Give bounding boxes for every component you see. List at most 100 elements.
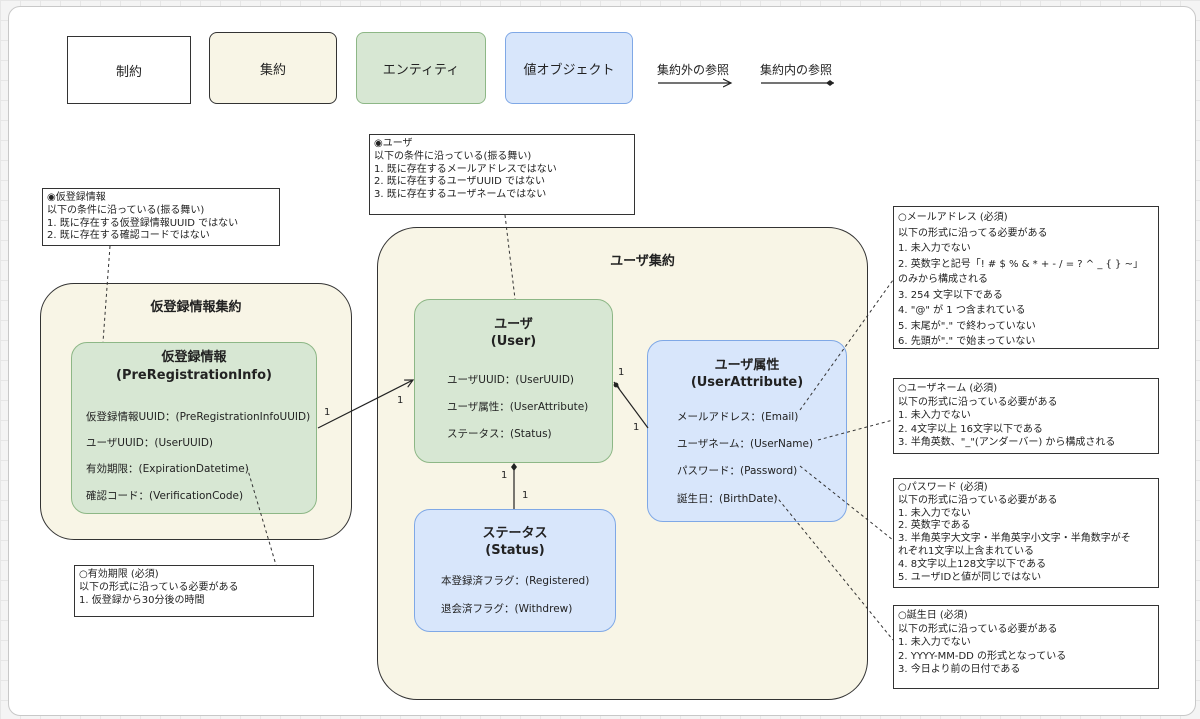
field-status: ステータス：(Status)	[447, 428, 552, 440]
legend-external-ref-label: 集約外の参照	[657, 63, 730, 77]
field-withdrew: 退会済フラグ：(Withdrew)	[441, 603, 573, 615]
note-line: 1. 既に存在するメールアドレスではない	[374, 163, 557, 175]
password-note-link	[799, 465, 894, 541]
status-title: ステータス	[482, 526, 548, 541]
user-constraint-note[interactable]: ◉ユーザ 以下の条件に沿っている(振る舞い) 1. 既に存在するメールアドレスで…	[369, 134, 635, 215]
pre-registration-note-link	[102, 245, 111, 343]
note-line: ◉ユーザ	[374, 138, 413, 149]
note-line: ○ユーザネーム (必須)	[898, 383, 998, 394]
note-line: 2. 英数字と記号「! # $ % & * + - / = ? ^ _ { } …	[898, 258, 1143, 270]
legend-value-object-label: 値オブジェクト	[523, 62, 615, 78]
note-line: 3. 254 文字以下である	[898, 289, 1003, 301]
legend-entity[interactable]: エンティティ	[356, 32, 486, 104]
password-constraint-note[interactable]: ○パスワード (必須) 以下の形式に沿っている必要がある 1. 未入力でない 2…	[893, 478, 1159, 588]
legend-constraint[interactable]: 制約	[67, 36, 191, 104]
note-line: 以下の条件に沿っている(振る舞い)	[47, 204, 205, 216]
field-password: パスワード：(Password)	[677, 465, 798, 477]
user-aggregate-title: ユーザ集約	[610, 254, 675, 269]
field-email: メールアドレス：(Email)	[677, 411, 799, 423]
note-line: ◉仮登録情報	[47, 192, 106, 203]
legend-entity-label: エンティティ	[382, 62, 460, 78]
note-line: のみから構成される	[898, 274, 988, 285]
expiration-note-link	[246, 466, 277, 566]
note-line: 以下の形式に沿っている必要がある	[898, 396, 1058, 408]
user-title: ユーザ	[494, 317, 533, 332]
note-line: ○メールアドレス (必須)	[898, 212, 1008, 223]
note-line: 2. 英数字である	[898, 520, 971, 532]
note-line: 1. 未入力でない	[898, 410, 971, 421]
birthdate-note-link	[774, 494, 894, 641]
note-line: 2. 既に存在する確認コードではない	[47, 230, 210, 242]
note-line: 3. 今日より前の日付である	[898, 664, 1021, 675]
field-expiration: 有効期限：(ExpirationDatetime)	[86, 463, 249, 475]
legend-aggregate[interactable]: 集約	[209, 32, 337, 104]
note-line: 3. 既に存在するユーザネームではない	[374, 189, 547, 201]
pre-registration-info-title: 仮登録情報	[161, 350, 227, 365]
multiplicity-user-to-status-dst: 1	[522, 490, 529, 501]
note-line: れぞれ1文字以上含まれている	[898, 545, 1035, 557]
pre-registration-info-subtitle: (PreRegistrationInfo)	[116, 368, 272, 383]
pre-registration-aggregate-title: 仮登録情報集約	[150, 300, 242, 315]
user-note-link	[504, 214, 516, 300]
note-line: 2. 既に存在するユーザUUID ではない	[374, 176, 545, 188]
note-line: ○有効期限 (必須)	[79, 569, 159, 580]
field-username: ユーザネーム：(UserName)	[677, 438, 814, 450]
legend-internal-ref-label: 集約内の参照	[760, 63, 833, 77]
note-line: 以下の条件に沿っている(振る舞い)	[374, 150, 532, 162]
field-registered: 本登録済フラグ：(Registered)	[441, 575, 590, 587]
pre-registration-info-entity[interactable]: 仮登録情報 (PreRegistrationInfo) 仮登録情報UUID：(P…	[71, 342, 317, 514]
legend-aggregate-label: 集約	[259, 62, 286, 78]
legend-value-object[interactable]: 値オブジェクト	[505, 32, 633, 104]
note-line: 以下の形式に沿っている必要がある	[898, 494, 1058, 506]
user-attribute-value-object[interactable]: ユーザ属性 (UserAttribute) メールアドレス：(Email) ユー…	[647, 340, 847, 522]
username-note-link	[817, 419, 894, 441]
note-line: 6. 先頭が"." で始まっていない	[898, 336, 1036, 347]
user-attribute-title: ユーザ属性	[714, 358, 780, 373]
username-constraint-note[interactable]: ○ユーザネーム (必須) 以下の形式に沿っている必要がある 1. 未入力でない …	[893, 378, 1159, 454]
field-birthdate: 誕生日：(BirthDate)	[677, 493, 778, 505]
pre-registration-constraint-note[interactable]: ◉仮登録情報 以下の条件に沿っている(振る舞い) 1. 既に存在する仮登録情報U…	[42, 188, 280, 246]
field-user-uuid: ユーザUUID：(UserUUID)	[86, 437, 214, 449]
note-line: 以下の形式に沿っている必要がある	[898, 623, 1058, 635]
pre-to-user-reference	[317, 380, 413, 429]
note-line: 4. 8文字以上128文字以下である	[898, 558, 1047, 570]
user-attribute-subtitle: (UserAttribute)	[690, 375, 804, 390]
user-to-attribute-composition	[613, 381, 649, 429]
legend-internal-ref-diamond	[826, 80, 834, 86]
note-line: 1. 未入力でない	[898, 507, 971, 519]
note-line: 3. 半角英字大文字・半角英字小文字・半角数字がそ	[898, 533, 1131, 545]
note-line: 5. ユーザIDと値が同じではない	[898, 571, 1042, 583]
status-value-object[interactable]: ステータス (Status) 本登録済フラグ：(Registered) 退会済フ…	[414, 509, 616, 632]
note-line: ○誕生日 (必須)	[898, 610, 968, 621]
note-line: 以下の形式に沿っている必要がある	[79, 581, 239, 593]
birthdate-constraint-note[interactable]: ○誕生日 (必須) 以下の形式に沿っている必要がある 1. 未入力でない 2. …	[893, 605, 1159, 689]
email-note-link	[799, 279, 894, 411]
multiplicity-user-to-attr-dst: 1	[633, 422, 640, 433]
multiplicity-pre-to-user-src: 1	[324, 407, 331, 418]
field-verification-code: 確認コード：(VerificationCode)	[86, 490, 244, 502]
note-line: 1. 未入力でない	[898, 637, 971, 648]
note-line: 1. 未入力でない	[898, 243, 971, 254]
note-line: 以下の形式に沿ってる必要がある	[898, 227, 1048, 239]
field-user-uuid-user: ユーザUUID：(UserUUID)	[447, 374, 575, 386]
field-user-attribute: ユーザ属性：(UserAttribute)	[447, 401, 589, 413]
user-subtitle: (User)	[490, 334, 537, 349]
field-pre-registration-uuid: 仮登録情報UUID：(PreRegistrationInfoUUID)	[86, 411, 311, 423]
note-line: 5. 末尾が"." で終わっていない	[898, 320, 1036, 332]
multiplicity-user-to-status-src: 1	[501, 470, 508, 481]
status-subtitle: (Status)	[485, 543, 545, 558]
note-line: 3. 半角英数、"_"(アンダーバー) から構成される	[898, 437, 1116, 448]
note-line: 2. YYYY-MM-DD の形式となっている	[898, 650, 1067, 662]
multiplicity-user-to-attr-src: 1	[618, 367, 625, 378]
multiplicity-pre-to-user-dst: 1	[397, 395, 404, 406]
user-to-status-diamond	[511, 463, 517, 471]
note-line: 1. 仮登録から30分後の時間	[79, 594, 205, 606]
email-constraint-note[interactable]: ○メールアドレス (必須) 以下の形式に沿ってる必要がある 1. 未入力でない …	[893, 206, 1159, 349]
legend-constraint-label: 制約	[115, 64, 142, 80]
user-to-attribute-diamond-end	[613, 382, 619, 388]
expiration-constraint-note[interactable]: ○有効期限 (必須) 以下の形式に沿っている必要がある 1. 仮登録から30分後…	[74, 565, 314, 617]
note-line: 1. 既に存在する仮登録情報UUID ではない	[47, 217, 239, 229]
user-entity[interactable]: ユーザ (User) ユーザUUID：(UserUUID) ユーザ属性：(Use…	[414, 299, 613, 463]
note-line: 2. 4文字以上 16文字以下である	[898, 423, 1043, 435]
